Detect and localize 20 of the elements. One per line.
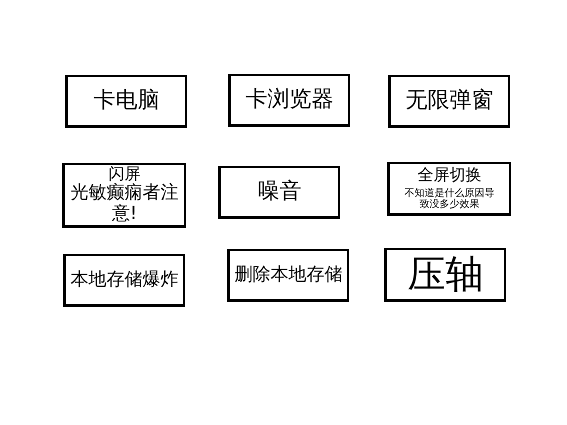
box-note: 不知道是什么原因导致没多少效果: [404, 188, 494, 211]
label-box: [228, 74, 350, 127]
box-title: 本地存储爆炸: [70, 270, 178, 290]
label-box: [63, 254, 185, 307]
box-title: 噪音: [258, 179, 302, 205]
box-title: 闪屏: [108, 165, 140, 183]
box-note: 光敏癫痫者注意!: [70, 183, 180, 225]
box-title: 卡浏览器: [246, 87, 334, 113]
label-box: [387, 162, 511, 216]
box-title: 删除本地存储: [234, 264, 342, 286]
label-box: [384, 248, 506, 302]
box-title: 卡电脑: [94, 88, 160, 114]
label-box: [388, 75, 510, 128]
label-box: [62, 163, 186, 228]
label-box: [218, 166, 340, 219]
label-box: [227, 249, 349, 302]
box-title: 压轴: [408, 252, 484, 296]
box-title: 无限弹窗: [406, 88, 494, 114]
box-title: 全屏切换: [418, 166, 482, 185]
label-box: [65, 75, 187, 128]
